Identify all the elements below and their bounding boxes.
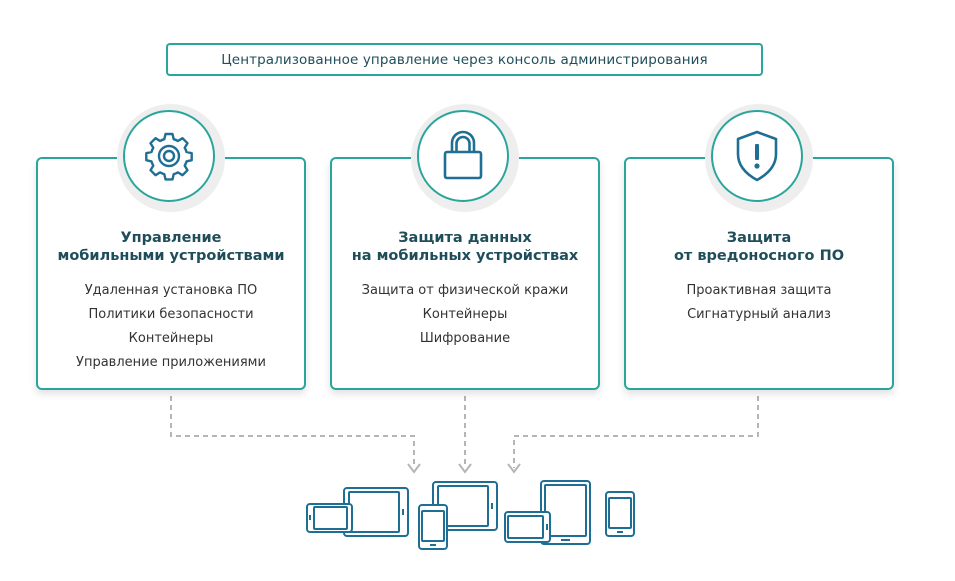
list-item: Проактивная защита xyxy=(686,283,832,298)
arrowhead-left xyxy=(407,463,421,474)
phone-portrait-icon xyxy=(418,504,448,550)
lock-icon xyxy=(443,130,483,180)
lock-badge xyxy=(411,104,519,212)
arrowhead-center xyxy=(458,463,472,474)
list-item: Шифрование xyxy=(419,331,511,346)
tablet-center-icon xyxy=(432,481,498,531)
card-title: Защита от вредоносного ПО xyxy=(626,229,892,265)
list-item: Защита от физической кражи xyxy=(361,283,569,298)
card-title-line2: мобильными устройствами xyxy=(57,248,285,264)
card-items: Удаленная установка ПО Политики безопасн… xyxy=(38,279,304,375)
shield-icon-circle xyxy=(711,110,803,202)
card-title-line2: от вредоносного ПО xyxy=(673,248,845,264)
gear-icon-circle xyxy=(123,110,215,202)
lock-icon-circle xyxy=(417,110,509,202)
card-items: Проактивная защита Сигнатурный анализ xyxy=(626,279,892,327)
list-item: Сигнатурный анализ xyxy=(687,307,831,322)
top-banner: Централизованное управление через консол… xyxy=(166,43,763,76)
connector-left xyxy=(170,396,415,468)
list-item: Контейнеры xyxy=(128,331,214,346)
phone-portrait-right-icon xyxy=(605,491,635,537)
list-item: Удаленная установка ПО xyxy=(84,283,258,298)
list-item: Контейнеры xyxy=(422,307,508,322)
shield-icon xyxy=(736,130,778,182)
arrowhead-right xyxy=(507,463,521,474)
list-item: Управление приложениями xyxy=(76,355,266,370)
shield-badge xyxy=(705,104,813,212)
card-title: Управление мобильными устройствами xyxy=(38,229,304,265)
card-title-line1: Управление xyxy=(120,230,222,246)
card-title: Защита данных на мобильных устройствах xyxy=(332,229,598,265)
tablet-landscape-icon xyxy=(343,487,409,537)
card-title-line2: на мобильных устройствах xyxy=(351,248,579,264)
connector-right xyxy=(513,396,759,468)
banner-text: Централизованное управление через консол… xyxy=(221,51,708,68)
card-title-line1: Защита xyxy=(726,230,792,246)
gear-icon xyxy=(145,132,193,181)
phone-landscape-right-icon xyxy=(504,511,551,543)
card-title-line1: Защита данных xyxy=(398,230,532,246)
gear-badge xyxy=(117,104,225,212)
card-items: Защита от физической кражи Контейнеры Ши… xyxy=(332,279,598,351)
phone-landscape-icon xyxy=(306,503,353,533)
tablet-portrait-icon xyxy=(540,480,591,545)
list-item: Политики безопасности xyxy=(88,307,254,322)
